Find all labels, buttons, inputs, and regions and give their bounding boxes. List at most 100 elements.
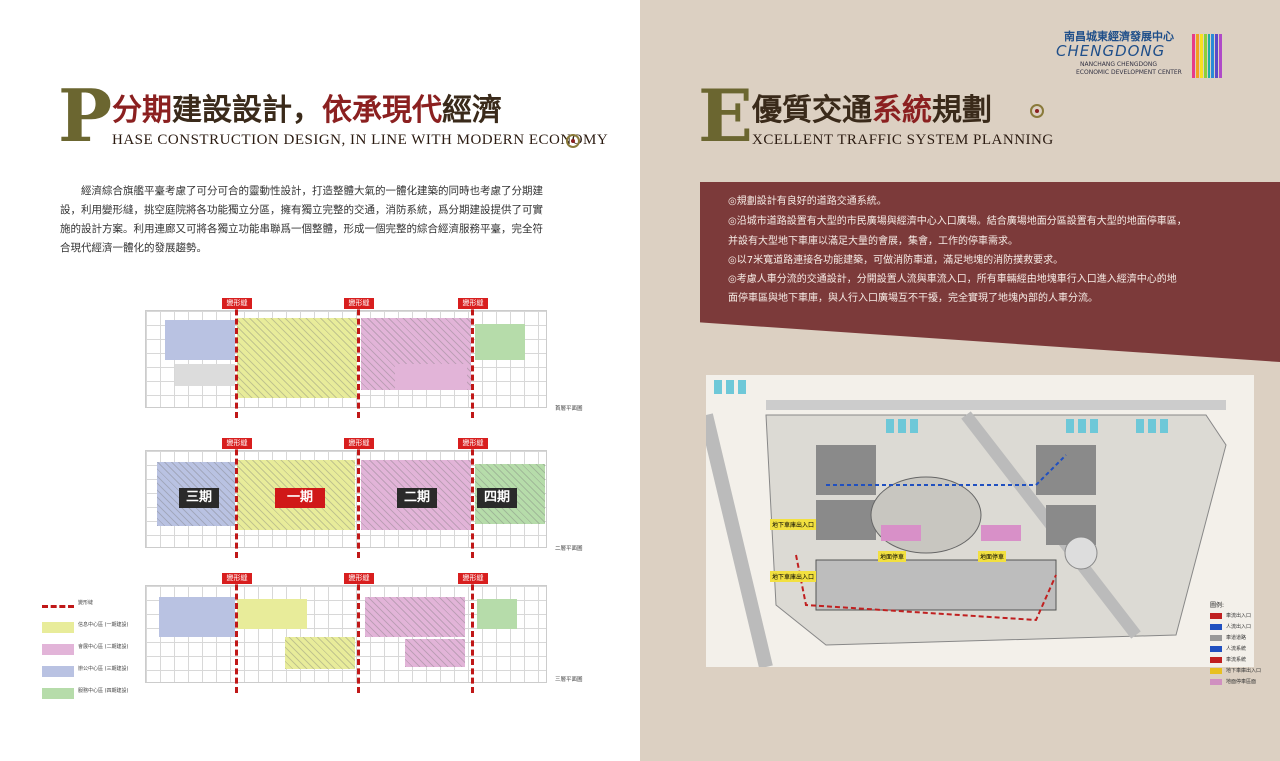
stage-tag: 變形縫 <box>222 573 252 584</box>
stage-tag: 變形縫 <box>222 438 252 449</box>
plan-caption: 二層平面圖 <box>555 546 583 552</box>
map-legend-swatch <box>1210 635 1222 641</box>
info-zone-lower <box>285 637 355 669</box>
target-icon <box>566 134 580 148</box>
stage-joint-line <box>235 440 238 558</box>
intro-paragraph: 經濟綜合旗艦平臺考慮了可分可合的靈動性設計，打造整體大氣的一體化建築的同時也考慮… <box>60 185 543 254</box>
stage-tag: 變形縫 <box>344 573 374 584</box>
heading-part: 優質交通 <box>752 93 872 128</box>
right-heading-chinese: 優質交通系統規劃 <box>752 94 992 128</box>
map-legend-swatch <box>1210 624 1222 630</box>
legend-swatch <box>42 622 74 633</box>
legend-swatch <box>42 605 74 608</box>
heading-part: 規劃 <box>932 93 992 128</box>
legend-swatch <box>42 666 74 677</box>
left-heading-english: HASE CONSTRUCTION DESIGN, IN LINE WITH M… <box>112 132 609 148</box>
info-zone <box>237 599 307 629</box>
phase-label-2: 二期 <box>397 488 437 508</box>
map-legend-item: 車道道路 <box>1210 634 1270 644</box>
banner-line: ◎以7米寬道路連接各功能建築，可做消防車道，滿足地塊的消防撲救要求。 <box>728 255 1064 266</box>
heading-part: ， <box>292 93 322 128</box>
stage-tag: 變形縫 <box>344 438 374 449</box>
stage-joint-line <box>471 440 474 558</box>
plan-caption: 三層平面圖 <box>555 677 583 683</box>
heading-part: 經濟 <box>442 93 502 128</box>
map-legend-swatch <box>1210 613 1222 619</box>
map-label: 地下車庫出入口 <box>770 571 817 582</box>
stage-joint-line <box>471 575 474 693</box>
right-heading-english: XCELLENT TRAFFIC SYSTEM PLANNING <box>752 132 1054 148</box>
map-legend-item: 人流系統 <box>1210 645 1270 655</box>
stage-joint-line <box>357 440 360 558</box>
map-label: 地下車庫出入口 <box>770 519 817 530</box>
legend-label: 服務中心區 (四期建設) <box>78 688 129 694</box>
phase-label-3: 三期 <box>179 488 219 508</box>
logo-wordmark: CHENGDONG <box>1056 42 1166 60</box>
exhibition-zone <box>365 597 465 637</box>
legend-item: 服務中心區 (四期建設) <box>40 688 129 710</box>
banner-line: ◎考慮人車分流的交通設計，分開設置人流與車流入口，所有車輛經由地塊車行入口進入經… <box>728 274 1177 285</box>
map-legend-label: 車流出入口 <box>1226 613 1252 619</box>
heading-part: 系統 <box>872 93 932 128</box>
gray-zone <box>175 364 235 386</box>
phase-label-1: 一期 <box>275 488 325 508</box>
service-zone <box>475 324 525 360</box>
map-legend-item: 車流出入口 <box>1210 612 1270 622</box>
map-label: 地面停車 <box>978 551 1007 562</box>
heading-initial-e: E <box>698 73 753 158</box>
map-legend-item: 車流系統 <box>1210 656 1270 666</box>
ground-floor-plan: 變形縫 變形縫 變形縫 首層平面圖 <box>135 298 583 418</box>
legend-label: 會展中心區 (二期建設) <box>78 644 129 650</box>
banner-line: 面停車區與地下車庫，與人行入口廣場互不干擾，完全實現了地塊內部的人車分流。 <box>728 293 1098 304</box>
stage-tag: 變形縫 <box>458 438 488 449</box>
legend-label: 辦公中心區 (三期建設) <box>78 666 129 672</box>
left-heading-chinese: 分期建設設計，依承現代經濟 <box>112 94 502 128</box>
exhibition-zone <box>361 460 471 530</box>
second-floor-plan: 三期 一期 二期 四期 變形縫 變形縫 變形縫 二層平面圖 <box>135 438 583 558</box>
service-zone <box>477 599 517 629</box>
legend-swatch <box>42 644 74 655</box>
legend-item: 信息中心區 (一期建設) <box>40 622 129 644</box>
banner-line: ◎沿城市道路設置有大型的市民廣場與經濟中心入口廣場。結合廣場地面分區設置有大型的… <box>728 216 1187 227</box>
phase-label-4: 四期 <box>477 488 517 508</box>
info-zone <box>237 460 355 530</box>
plan-caption: 首層平面圖 <box>555 406 583 412</box>
traffic-site-plan: 地下車庫出入口 地下車庫出入口 地面停車 地面停車 <box>706 375 1254 667</box>
office-zone <box>165 320 235 360</box>
logo-subtitle: NANCHANG CHENGDONG <box>1080 61 1158 68</box>
heading-part: 分期 <box>112 93 172 128</box>
map-legend-label: 人流系統 <box>1226 646 1247 652</box>
legend-label: 信息中心區 (一期建設) <box>78 622 129 628</box>
logo-subtitle: ECONOMIC DEVELOPMENT CENTER <box>1076 69 1182 76</box>
site-plan-drawing <box>706 375 1254 667</box>
map-legend-label: 人流出入口 <box>1226 624 1252 630</box>
office-zone <box>159 597 235 637</box>
map-legend-label: 地下車庫出入口 <box>1226 668 1262 674</box>
legend-label: 變形縫 <box>78 600 94 606</box>
map-legend-item: 地下車庫出入口 <box>1210 667 1270 677</box>
target-icon <box>1030 104 1044 118</box>
map-legend-label: 車道道路 <box>1226 635 1247 641</box>
chengdong-logo: 南昌城東經濟發展中心 CHENGDONG NANCHANG CHENGDONG … <box>1052 28 1222 78</box>
map-legend-item: 地面停車區面 <box>1210 678 1270 688</box>
logo-chinese: 南昌城東經濟發展中心 <box>1064 30 1174 43</box>
map-legend-swatch <box>1210 679 1222 685</box>
legend-swatch <box>42 688 74 699</box>
map-legend-label: 車流系統 <box>1226 657 1247 663</box>
banner-line: 并設有大型地下車庫以滿足大量的會展，集會，工作的停車需求。 <box>728 236 1018 247</box>
exhibition-zone-lower <box>405 639 465 667</box>
map-legend-swatch <box>1210 668 1222 674</box>
stage-joint-line <box>235 300 238 418</box>
third-floor-plan: 變形縫 變形縫 變形縫 三層平面圖 <box>135 573 583 693</box>
map-legend-swatch <box>1210 657 1222 663</box>
map-legend-swatch <box>1210 646 1222 652</box>
stage-tag: 變形縫 <box>222 298 252 309</box>
exhibition-zone-lower <box>395 364 467 390</box>
stage-tag: 變形縫 <box>458 298 488 309</box>
map-legend-item: 人流出入口 <box>1210 623 1270 633</box>
stage-joint-line <box>357 300 360 418</box>
legend-item: 變形縫 <box>40 600 120 622</box>
stage-joint-line <box>471 300 474 418</box>
stage-tag: 變形縫 <box>458 573 488 584</box>
stage-joint-line <box>235 575 238 693</box>
